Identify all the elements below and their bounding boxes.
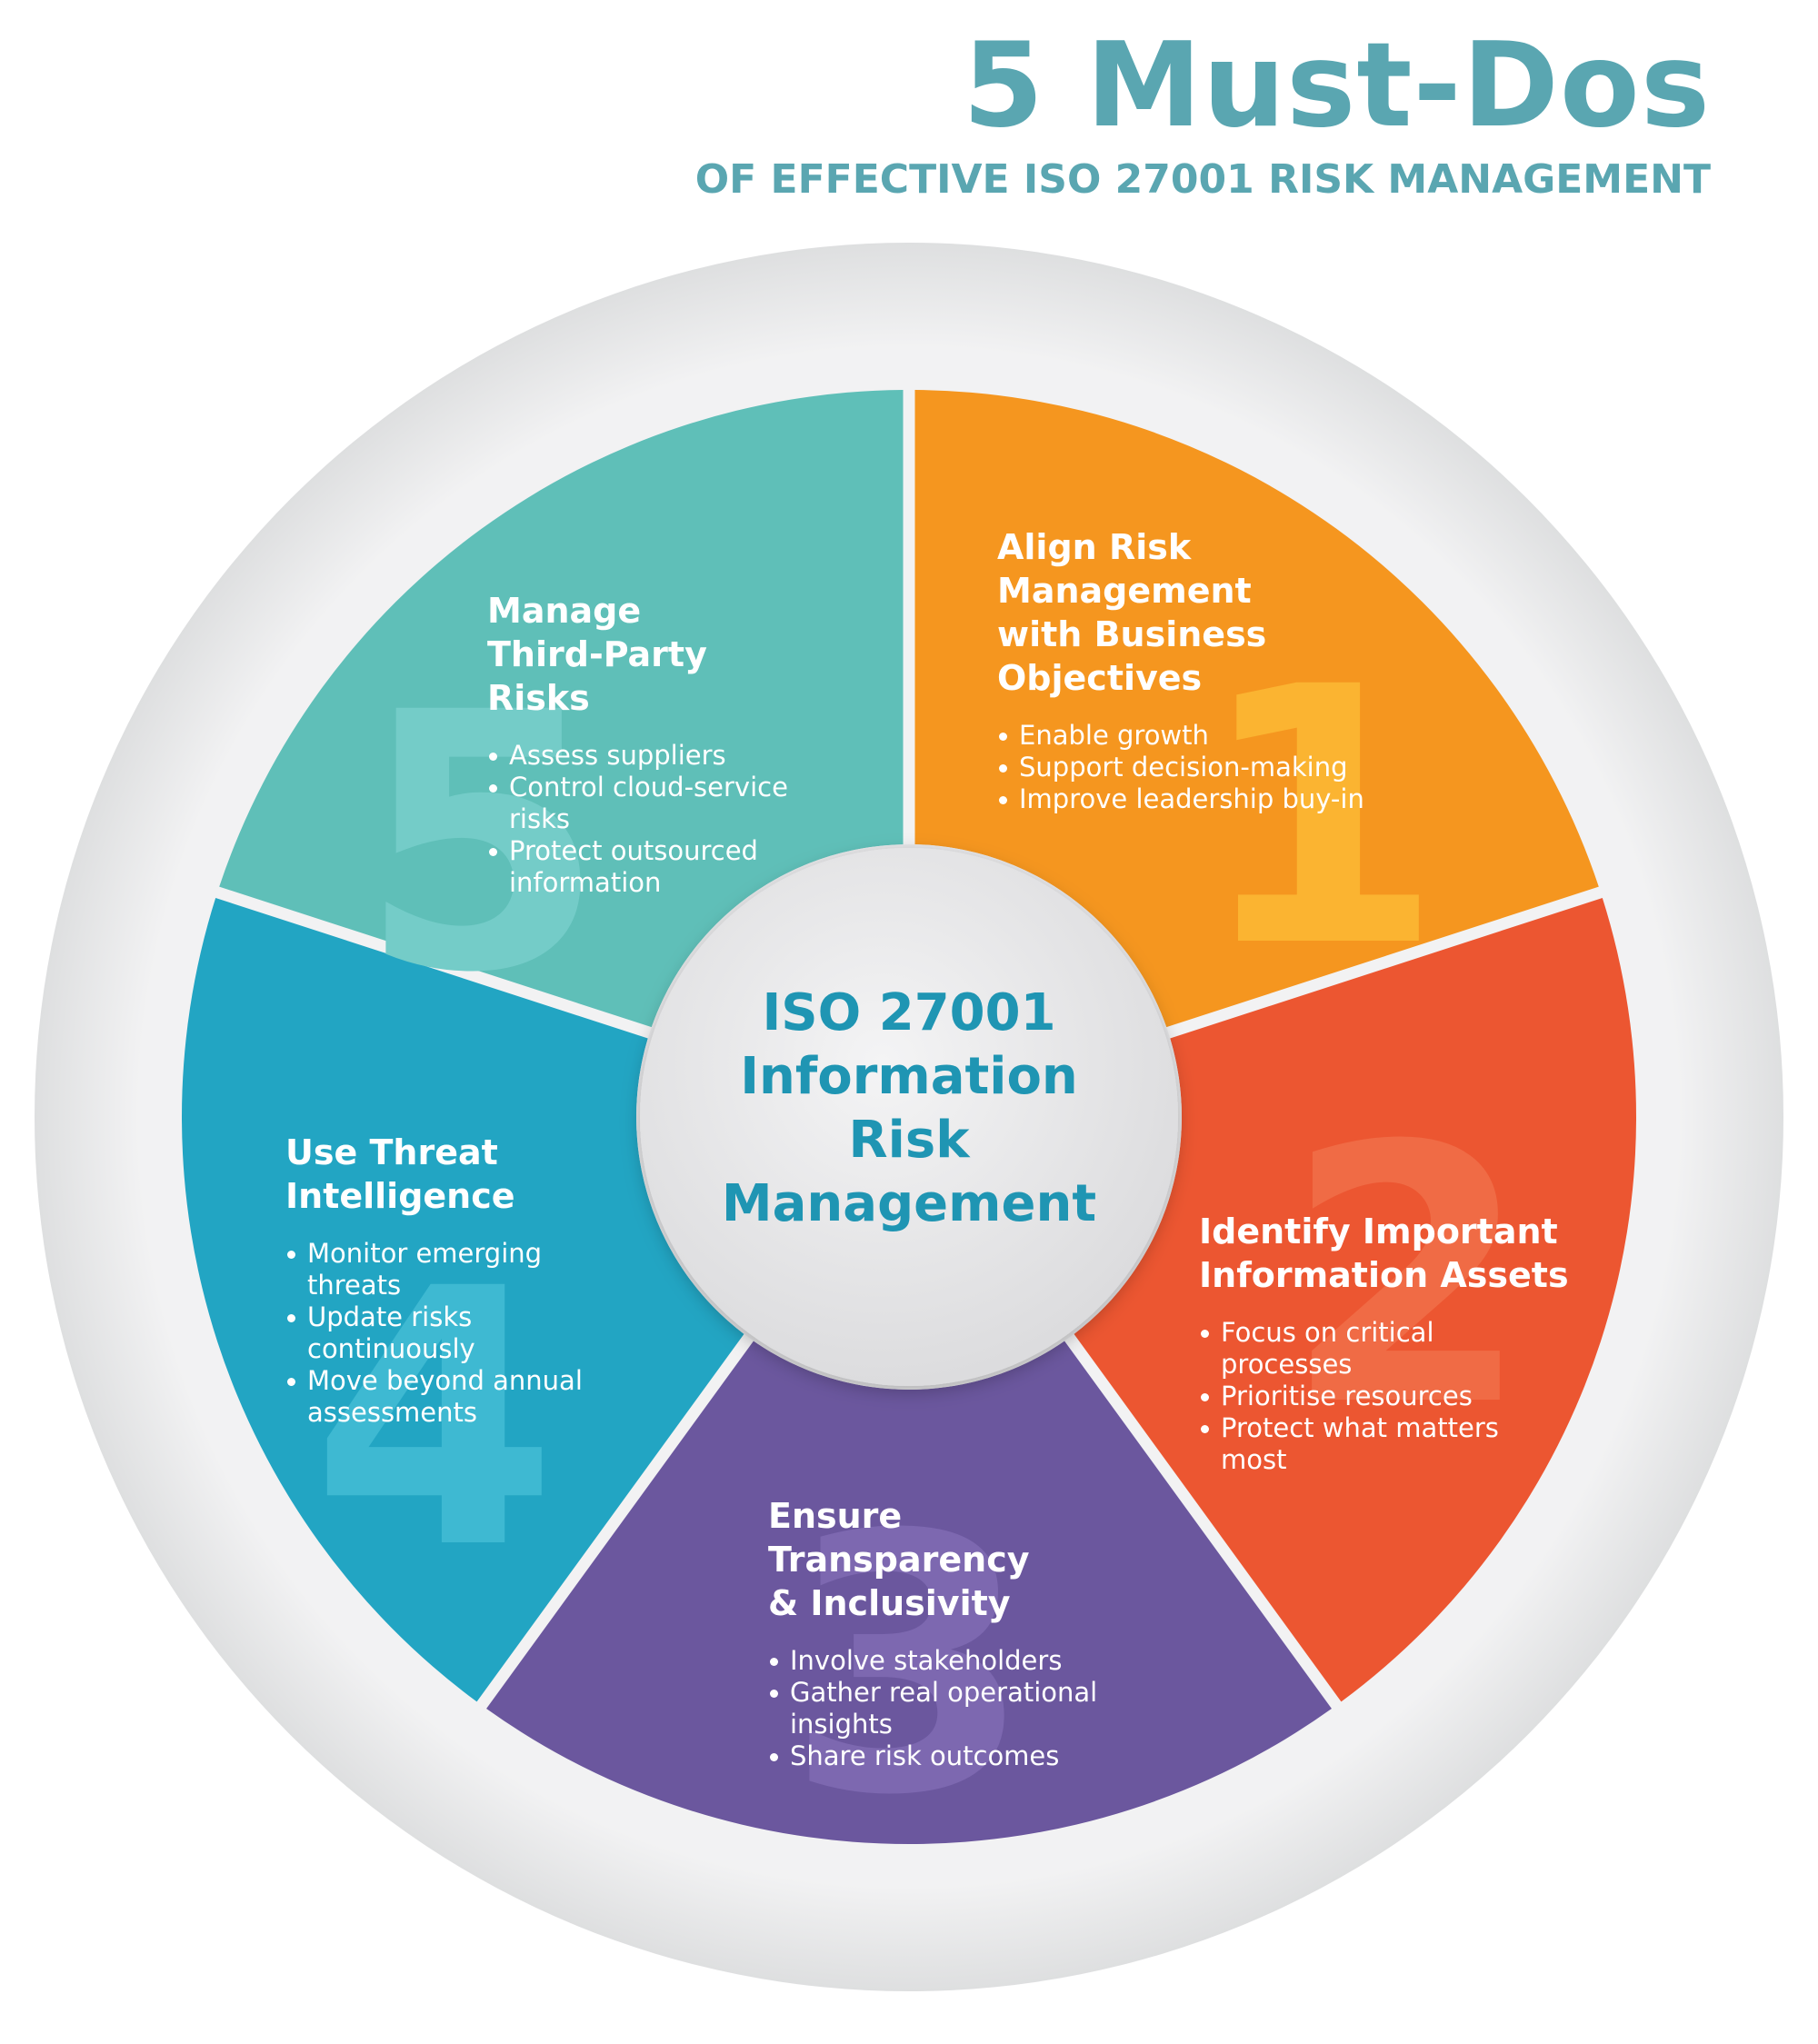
segment-3-big-number: 3 xyxy=(785,1460,1032,1872)
bullet-item: Support decision-making xyxy=(997,752,1397,783)
segment-1-big-number: 1 xyxy=(1196,612,1443,1024)
segment-5-bullets: Assess suppliers Control cloud-service r… xyxy=(487,740,805,899)
segment-5 xyxy=(219,390,904,1028)
bullet-item: Prioritise resources xyxy=(1199,1381,1508,1412)
segment-4-text: Use Threat Intelligence Monitor emerging… xyxy=(285,1131,613,1429)
segment-1-title: Align Risk Management with Business Obje… xyxy=(997,527,1267,698)
bullet-item: Improve leadership buy-in xyxy=(997,783,1397,815)
bullet-item: Assess suppliers xyxy=(487,740,805,772)
bullet-item: Monitor emerging threats xyxy=(285,1238,594,1301)
bullet-item: Protect what matters most xyxy=(1199,1412,1508,1476)
segment-1-text: Align Risk Management with Business Obje… xyxy=(997,525,1397,815)
bullet-item: Involve stakeholders xyxy=(768,1645,1114,1677)
center-disc xyxy=(640,848,1178,1386)
segment-4-title: Use Threat Intelligence xyxy=(285,1132,515,1216)
segment-3-bullets: Involve stakeholders Gather real operati… xyxy=(768,1645,1114,1772)
page-title: 5 Must-Dos xyxy=(963,18,1711,154)
bullet-item: Focus on critical processes xyxy=(1199,1317,1508,1381)
center-line: Information xyxy=(740,1047,1078,1106)
center-line: Risk xyxy=(848,1111,970,1170)
segment-2-big-number: 2 xyxy=(1284,1071,1530,1483)
page-subtitle: OF EFFECTIVE ISO 27001 RISK MANAGEMENT xyxy=(694,156,1711,203)
center-label: ISO 27001 Information Risk Management xyxy=(636,982,1182,1236)
center-line: ISO 27001 xyxy=(762,983,1056,1042)
segment-1 xyxy=(914,390,1599,1028)
bullet-item: Gather real operational insights xyxy=(768,1677,1114,1740)
center-line: Management xyxy=(721,1174,1097,1233)
segment-2-title: Identify Important Information Assets xyxy=(1199,1211,1569,1295)
segment-3 xyxy=(486,1341,1332,1845)
segment-3-text: Ensure Transparency & Inclusivity Involv… xyxy=(768,1494,1132,1772)
segment-5-text: Manage Third-Party Risks Assess supplier… xyxy=(487,589,833,899)
segment-2 xyxy=(1074,897,1636,1702)
segment-3-title: Ensure Transparency & Inclusivity xyxy=(768,1496,1030,1623)
bullet-item: Move beyond annual assessments xyxy=(285,1365,594,1429)
segment-2-bullets: Focus on critical processes Prioritise r… xyxy=(1199,1317,1508,1476)
bullet-item: Control cloud-service risks xyxy=(487,772,805,835)
segment-1-bullets: Enable growth Support decision-making Im… xyxy=(997,720,1397,815)
segment-2-text: Identify Important Information Assets Fo… xyxy=(1199,1210,1608,1476)
bullet-item: Protect outsourced information xyxy=(487,835,805,899)
bullet-item: Share risk outcomes xyxy=(768,1740,1114,1772)
bullet-item: Enable growth xyxy=(997,720,1397,752)
bullet-item: Update risks continuously xyxy=(285,1301,594,1365)
segment-5-title: Manage Third-Party Risks xyxy=(487,591,707,718)
segment-4-big-number: 4 xyxy=(311,1213,557,1626)
header: 5 Must-Dos OF EFFECTIVE ISO 27001 RISK M… xyxy=(695,18,1711,205)
segment-4 xyxy=(181,897,744,1702)
segment-4-bullets: Monitor emerging threats Update risks co… xyxy=(285,1238,594,1429)
segment-5-big-number: 5 xyxy=(358,637,604,1050)
